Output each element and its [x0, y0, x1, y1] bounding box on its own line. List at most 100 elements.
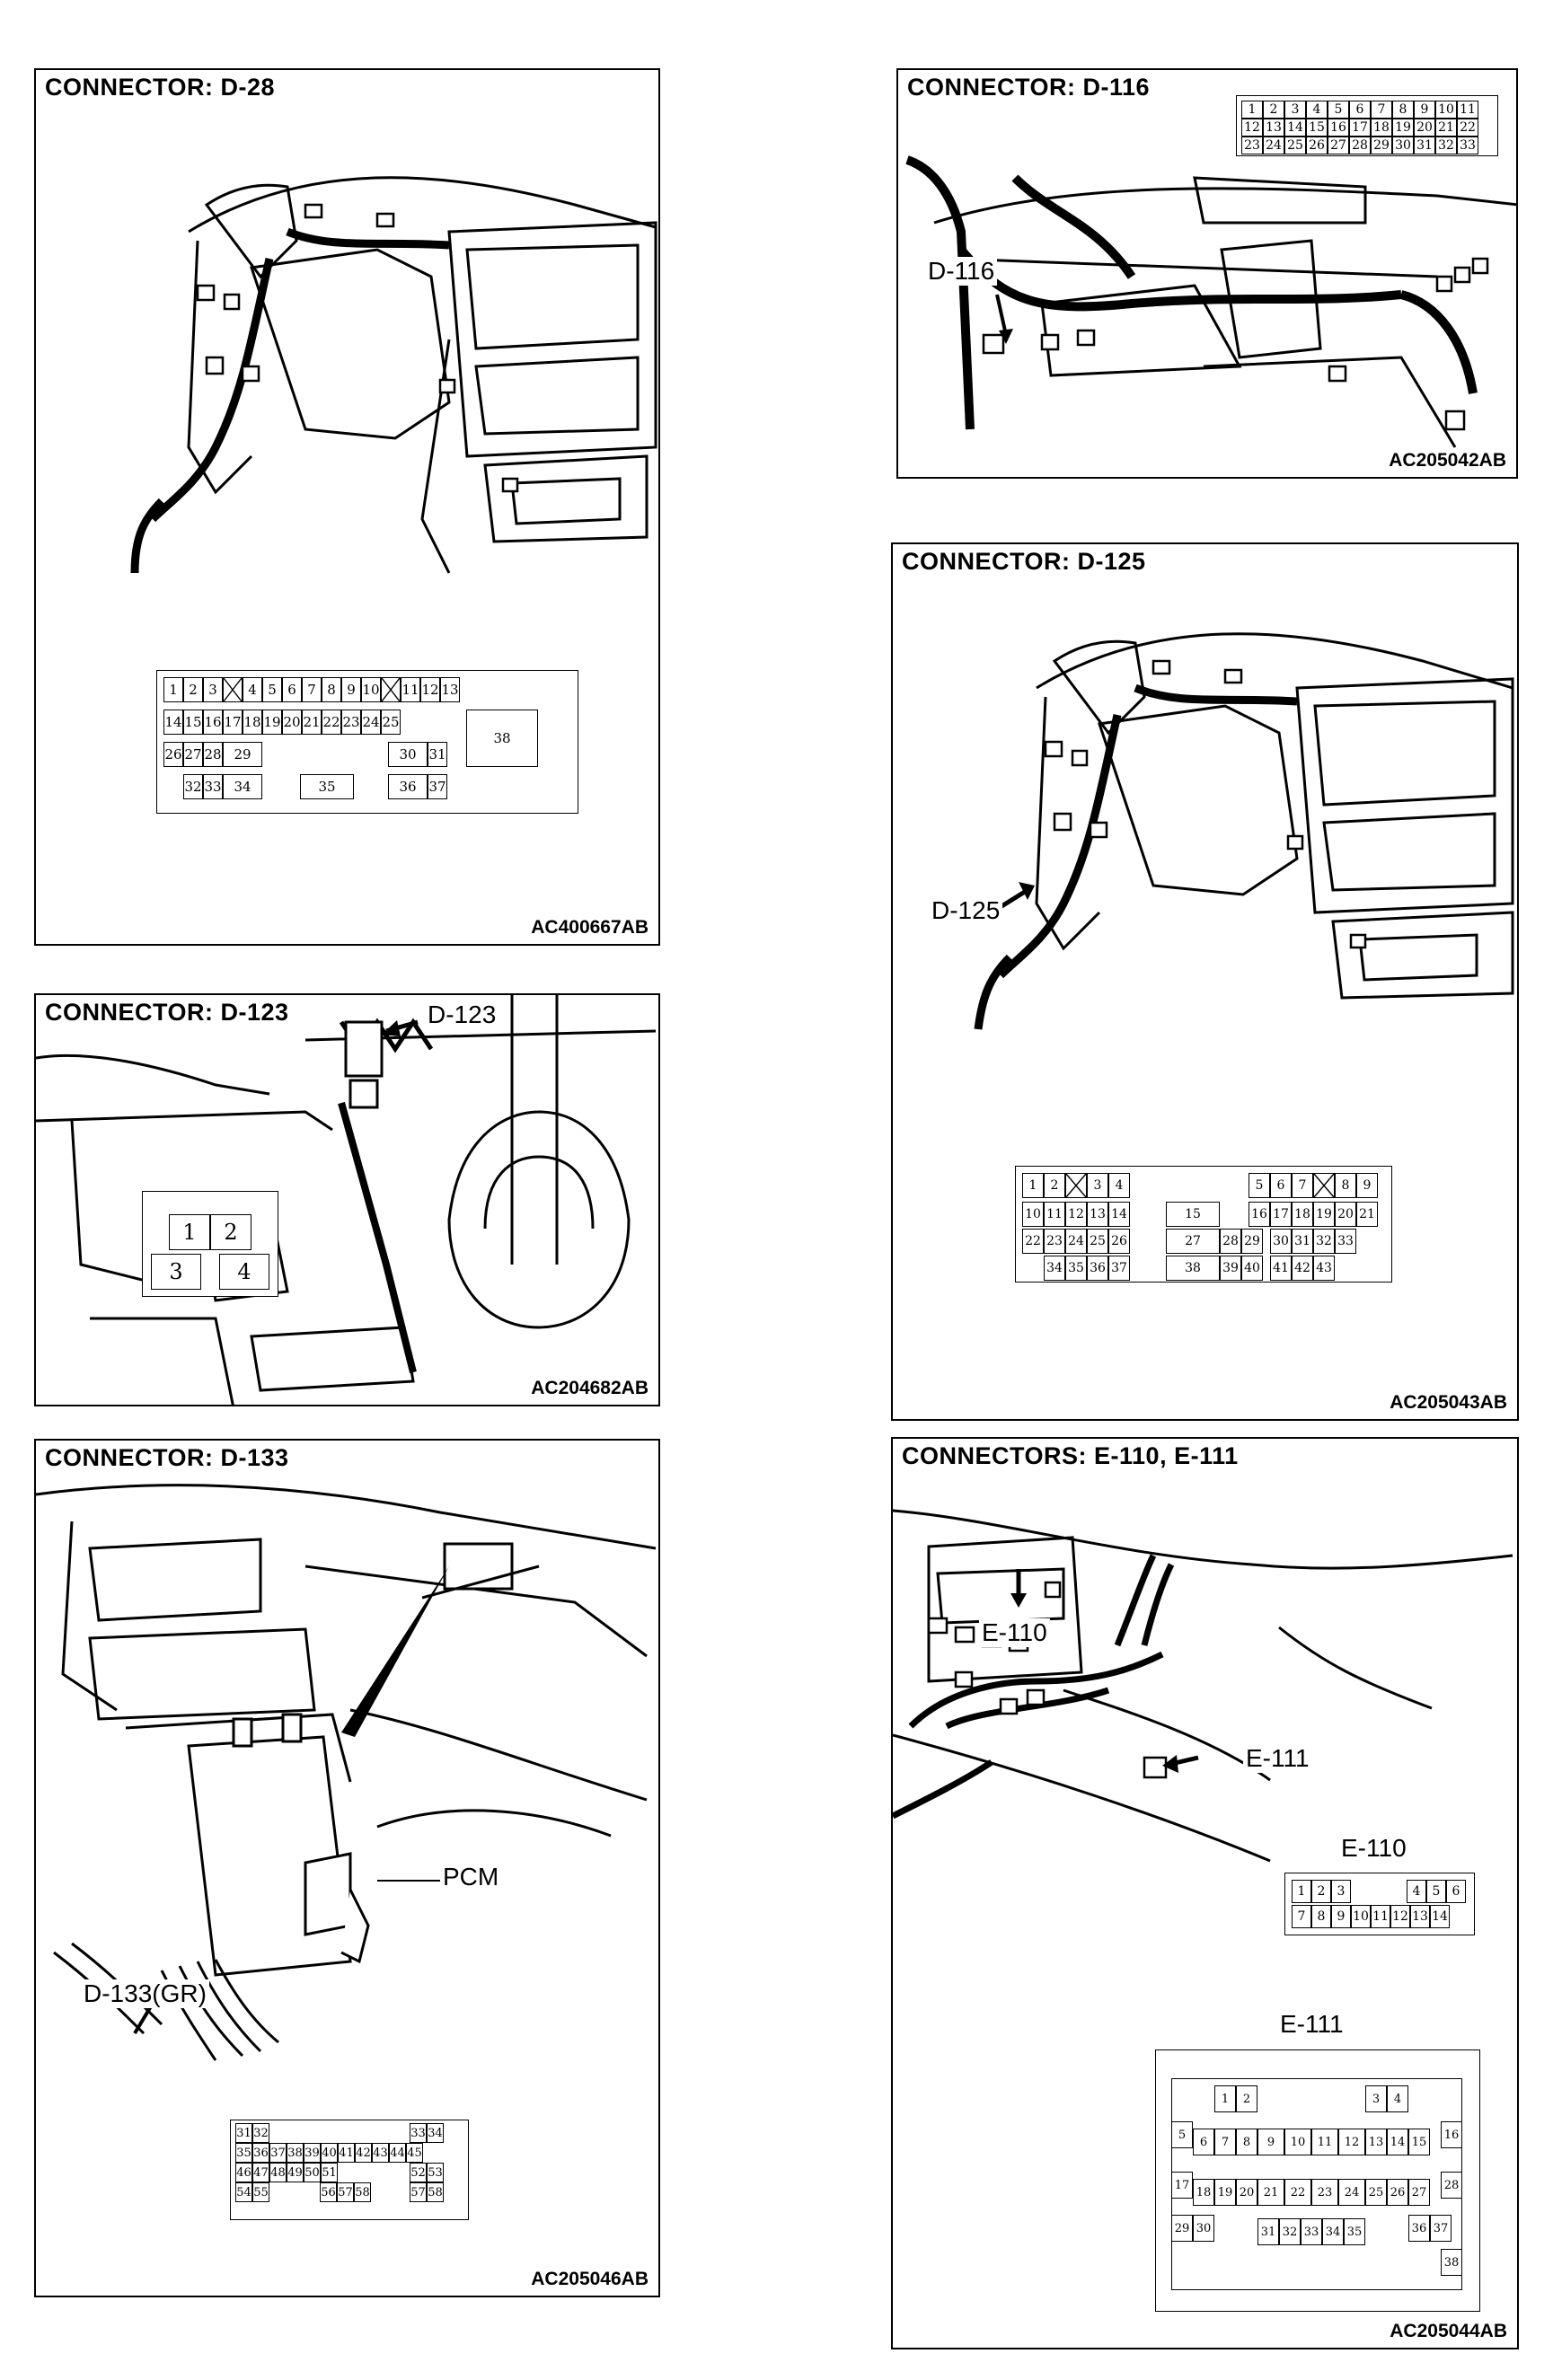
pin-cell: 25 — [1087, 1229, 1108, 1254]
pin-cell: 32 — [183, 774, 203, 799]
panel-title: CONNECTOR: D-133 — [41, 1444, 293, 1472]
pin-cell: 35 — [1065, 1256, 1087, 1281]
dashboard-illustration — [905, 155, 1516, 448]
pedal-illustration — [36, 995, 657, 1405]
pin-cell: 14 — [1284, 119, 1306, 137]
pin-cell: 30 — [1270, 1229, 1292, 1254]
pin-cell: 21 — [1257, 2179, 1284, 2206]
pin-cell: 28 — [1441, 2172, 1462, 2199]
pin-cell: 4 — [1108, 1173, 1130, 1198]
callout-d123: D-123 — [425, 1000, 499, 1029]
pin-cell: 37 — [1108, 1256, 1130, 1281]
pin-cell: 24 — [1065, 1229, 1087, 1254]
pin-cell: 31 — [235, 2123, 252, 2143]
callout-d116: D-116 — [925, 257, 998, 286]
pin-cell: 10 — [1435, 101, 1457, 119]
dashboard-illustration — [130, 176, 657, 574]
pin-cell: 16 — [1249, 1202, 1270, 1227]
label-e111: E-111 — [1277, 2010, 1346, 2039]
pin-cell: 5 — [262, 677, 282, 702]
pin-cell: 56 — [320, 2182, 337, 2202]
pin-cell: 16 — [1328, 119, 1349, 137]
pin-cell: 8 — [1392, 101, 1414, 119]
pin-cell: 20 — [282, 710, 302, 735]
pin-cell: 31 — [1292, 1229, 1313, 1254]
pin-cell: 18 — [243, 710, 262, 735]
pin-cell: 21 — [302, 710, 322, 735]
pin-cell: 13 — [1087, 1202, 1108, 1227]
pin-cell: 9 — [341, 677, 361, 702]
pin-cell: 26 — [1306, 137, 1328, 154]
pin-cell: 34 — [427, 2123, 444, 2143]
pin-cell: 3 — [1087, 1173, 1108, 1198]
pin-cell: 32 — [1279, 2218, 1301, 2245]
pin-cell: 2 — [1263, 101, 1284, 119]
pin-cell: 33 — [1335, 1229, 1356, 1254]
pin-cell: 26 — [1108, 1229, 1130, 1254]
pin-cell: 26 — [1387, 2179, 1408, 2206]
pin-cell: 38 — [1441, 2249, 1462, 2276]
pin-cell: 39 — [304, 2143, 321, 2163]
callout-pcm: PCM — [440, 1863, 502, 1891]
pin-cell: 18 — [1371, 119, 1392, 137]
pin-cell: 43 — [1313, 1256, 1335, 1281]
pin-cell: 23 — [341, 710, 361, 735]
pin-cell: 14 — [1387, 2129, 1408, 2155]
pin-cell: 15 — [1306, 119, 1328, 137]
pin-cell: 37 — [428, 774, 447, 799]
pin-cell: 3 — [151, 1254, 201, 1290]
pin-cell: 9 — [1257, 2129, 1284, 2155]
pin-cell: 37 — [269, 2143, 287, 2163]
dashboard-illustration — [974, 632, 1514, 1030]
pin-cell: 46 — [235, 2163, 252, 2182]
pcm-illustration — [36, 1484, 657, 2061]
pin-cell: 32 — [252, 2123, 269, 2143]
pin-cell: 33 — [203, 774, 223, 799]
pin-cell: 8 — [1236, 2129, 1257, 2155]
pin-cell: 8 — [1311, 1905, 1331, 1928]
pin-cell: 2 — [183, 677, 203, 702]
pin-cell: 38 — [287, 2143, 304, 2163]
pin-cell: 6 — [1446, 1880, 1466, 1903]
pin-cell: 28 — [1220, 1229, 1241, 1254]
pin-cell: 24 — [361, 710, 381, 735]
pin-cell: 37 — [1430, 2215, 1452, 2242]
pin-cell: 49 — [287, 2163, 304, 2182]
pin-cell: 17 — [1171, 2172, 1193, 2199]
blank-pin-cell — [223, 677, 243, 702]
pin-cell: 27 — [1328, 137, 1349, 154]
pin-cell: 3 — [1284, 101, 1306, 119]
pin-cell: 36 — [1087, 1256, 1108, 1281]
pin-cell: 48 — [269, 2163, 287, 2182]
pin-cell: 14 — [1430, 1905, 1450, 1928]
pin-cell: 12 — [1241, 119, 1263, 137]
pin-cell: 1 — [1241, 101, 1263, 119]
pin-cell: 38 — [1166, 1256, 1220, 1281]
panel-title: CONNECTOR: D-116 — [904, 74, 1154, 101]
pin-cell: 7 — [302, 677, 322, 702]
pin-cell: 14 — [1108, 1202, 1130, 1227]
panel-title: CONNECTOR: D-28 — [41, 74, 279, 101]
pin-cell: 50 — [304, 2163, 321, 2182]
pin-cell: 27 — [1408, 2179, 1430, 2206]
pin-cell: 3 — [203, 677, 223, 702]
pin-cell: 24 — [1338, 2179, 1365, 2206]
pin-cell: 53 — [427, 2163, 444, 2182]
pin-cell: 13 — [440, 677, 460, 702]
pin-cell: 1 — [169, 1214, 210, 1250]
pin-cell: 35 — [1344, 2218, 1365, 2245]
pin-cell: 2 — [1311, 1880, 1331, 1903]
pin-cell: 17 — [1270, 1202, 1292, 1227]
pin-cell: 30 — [1392, 137, 1414, 154]
pin-cell: 10 — [1022, 1202, 1044, 1227]
pin-cell: 5 — [1328, 101, 1349, 119]
pin-cell: 43 — [372, 2143, 389, 2163]
pin-cell: 16 — [203, 710, 223, 735]
pin-cell: 5 — [1426, 1880, 1446, 1903]
pin-cell: 41 — [338, 2143, 355, 2163]
pin-cell: 4 — [219, 1254, 269, 1290]
